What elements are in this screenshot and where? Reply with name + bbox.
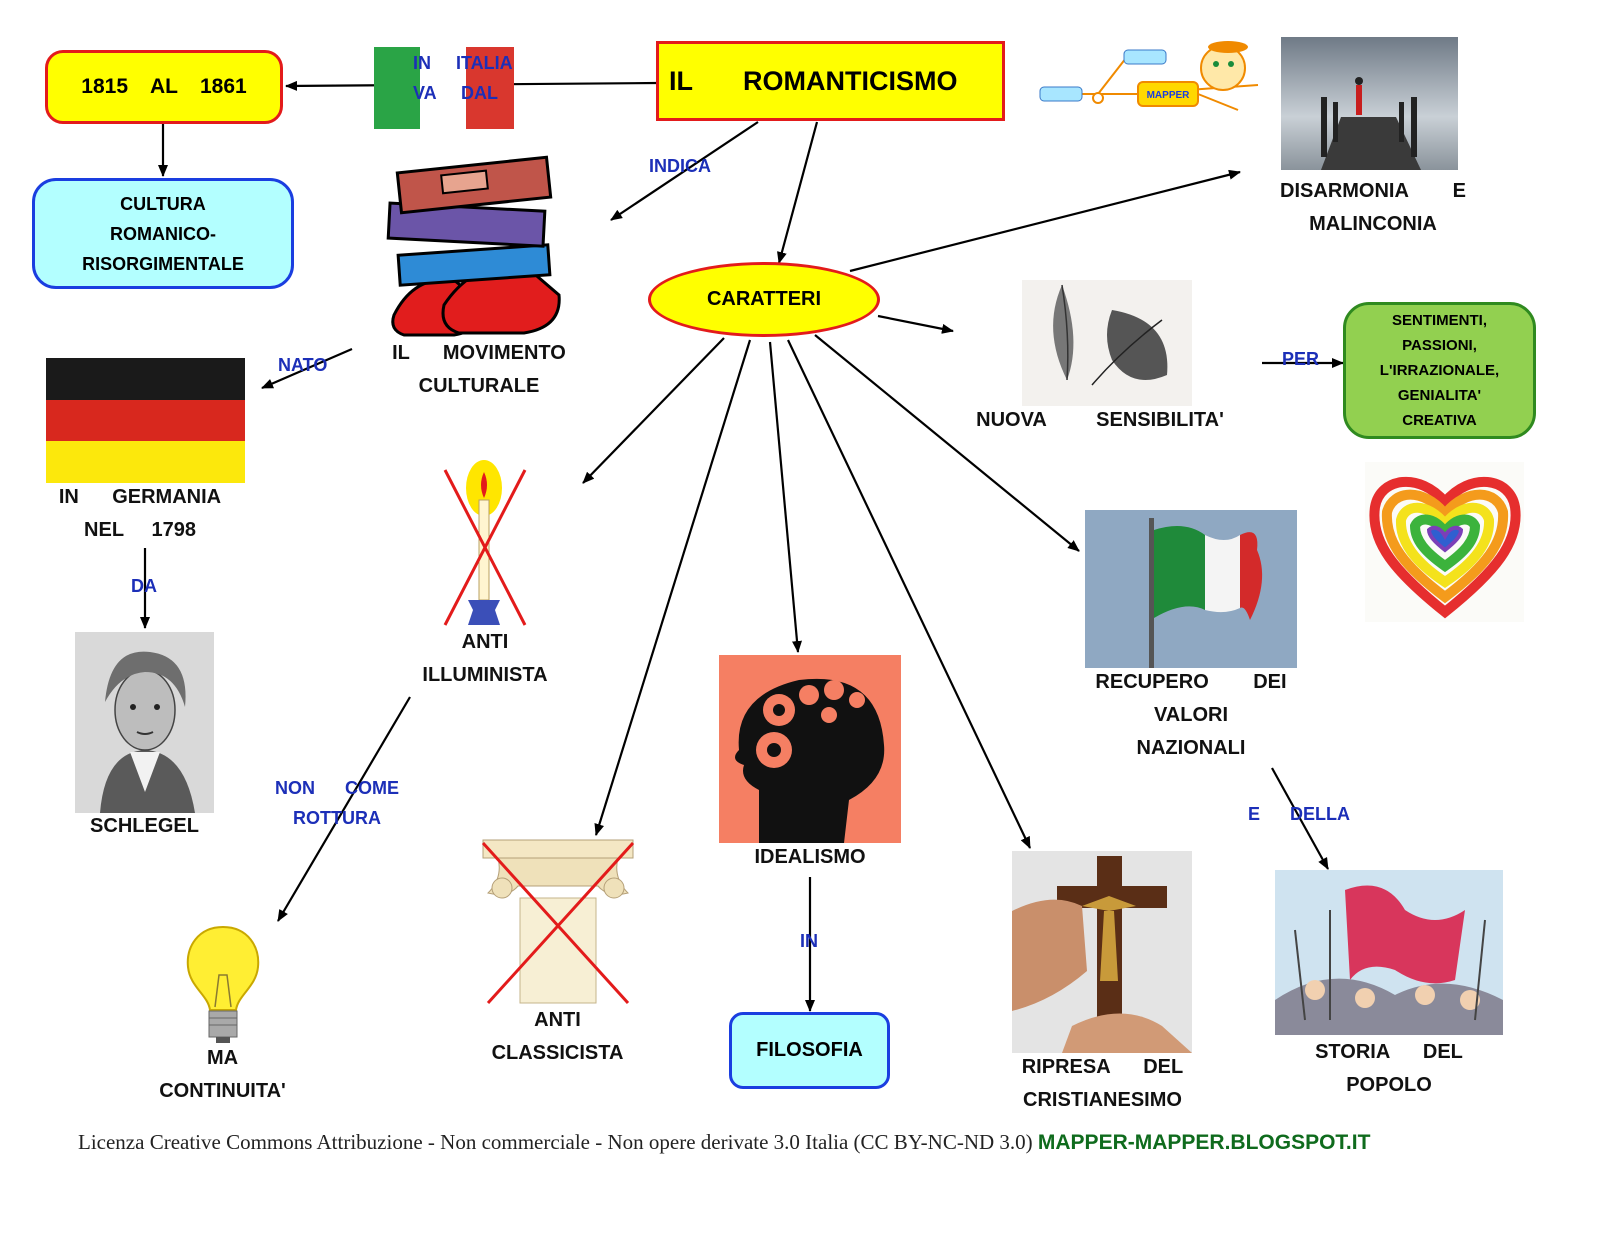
arrow-caratteri-antiilluminista [582,337,725,484]
date-al: AL [150,75,178,98]
arrow-caratteri-valori [814,334,1080,552]
people-flag-icon [1275,870,1503,1035]
books-shoes-icon [386,155,561,337]
title-box: IL ROMANTICISMO [656,41,1005,121]
arrow-caratteri-anticlassicista [594,339,752,836]
footer-license: Licenza Creative Commons Attribuzione - … [78,1130,1038,1154]
title-text: ROMANTICISMO [743,65,958,96]
arrow-caratteri-sensibilita [877,314,954,334]
continuita-label: MA CONTINUITA' [159,1047,286,1102]
edge-label-indica: INDICA [649,156,711,176]
rainbow-heart-icon [1365,462,1524,622]
storia-label: STORIA DEL POPOLO [1315,1041,1463,1096]
logo-badge-text: MAPPER [1147,90,1191,101]
pier-icon [1281,37,1458,170]
arrow-caratteri-cristianesimo [787,339,1031,849]
germany-flag-icon [46,358,245,483]
filosofia-label: FILOSOFIA [756,1039,863,1061]
edge-label-in: IN [800,931,818,951]
movimento-label: IL MOVIMENTO CULTURALE [392,342,566,397]
arrow-caratteri-idealismo [768,341,802,653]
date-start: 1815 [81,75,128,98]
edge-label-per: PER [1282,349,1320,369]
filosofia-box: FILOSOFIA [729,1012,890,1089]
anti-illuminista-label: ANTI ILLUMINISTA [422,631,548,686]
waving-italy-flag-icon [1085,510,1297,668]
arrow-title-movimento [610,121,759,221]
edge-label-da: DA [131,576,157,596]
schlegel-label: SCHLEGEL [90,815,199,837]
head-gears-icon [719,655,901,843]
germania-label: IN GERMANIA NEL 1798 [58,486,222,541]
sensibilita-label: NUOVA SENSIBILITA' [976,409,1224,431]
arrow-title-caratteri [777,121,819,264]
disarmonia-label: DISARMONIA E MALINCONIA [1280,180,1466,235]
sentimenti-label: SENTIMENTI, PASSIONI, L'IRRAZIONALE, GEN… [1379,312,1500,429]
crucifix-icon [1012,851,1192,1053]
cultura-label: CULTURA ROMANICO- RISORGIMENTALE [82,193,244,274]
arrow-movimento-germania [261,347,353,390]
dates-box: 1815 AL 1861 [45,50,283,124]
valori-label: RECUPERO DEI VALORI NAZIONALI [1095,671,1287,759]
title-article: IL [669,65,693,96]
italy-flag-icon [374,47,514,129]
caratteri-label: CARATTERI [706,288,822,310]
date-end: 1861 [200,75,247,98]
feather-icon [1022,280,1192,406]
footer-site-link[interactable]: MAPPER-MAPPER.BLOGSPOT.IT [1037,1131,1371,1154]
cristianesimo-label: RIPRESA DEL CRISTIANESIMO [1021,1056,1184,1111]
lightbulb-icon [186,925,260,1043]
arrow-caratteri-disarmonia [849,169,1241,273]
anti-classicista-label: ANTI CLASSICISTA [491,1009,624,1064]
sentimenti-box: SENTIMENTI, PASSIONI, L'IRRAZIONALE, GEN… [1343,302,1536,439]
edge-label-non-come-rottura: NON COME ROTTURA [275,778,400,828]
arrow-valori-storia [1271,767,1329,870]
edge-label-e-della: E DELLA [1248,804,1351,824]
edge-label-nato: NATO [278,355,328,375]
idealismo-label: IDEALISMO [754,846,866,868]
cultura-box: CULTURA ROMANICO- RISORGIMENTALE [32,178,294,289]
portrait-icon [75,632,214,813]
mapper-logo-icon: MAPPER [1039,41,1259,111]
footer: Licenza Creative Commons Attribuzione - … [78,1130,1370,1155]
crossed-column-icon [481,839,635,1005]
caratteri-ellipse: CARATTERI [648,262,880,337]
arrow-antiilluminista-continuita [277,696,411,922]
edge-label-in-italia: IN ITALIA VA DAL [413,53,513,103]
crossed-candle-icon [443,460,527,626]
